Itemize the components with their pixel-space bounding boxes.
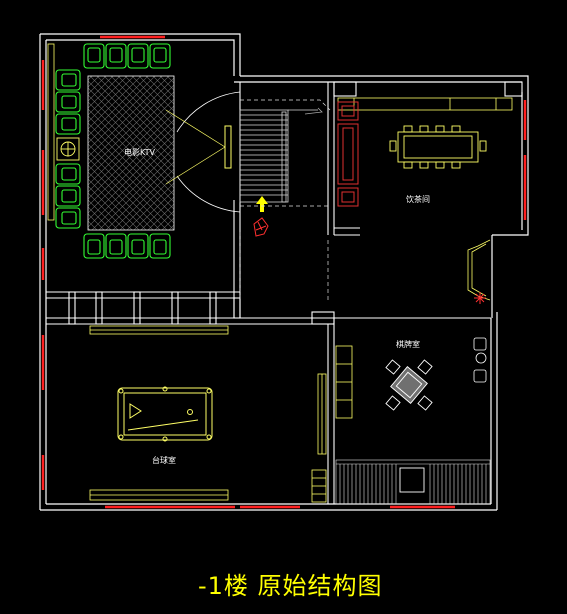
door-arc (176, 91, 241, 213)
room-label-billiards: 台球室 (152, 455, 176, 465)
sofa-top (83, 43, 171, 69)
billiards-room: 台球室 (89, 325, 327, 503)
tea-room: 饮茶间 (337, 97, 513, 304)
windows (41, 35, 527, 509)
room-label-chess: 棋牌室 (396, 339, 420, 349)
plant-icon (253, 217, 269, 237)
plant-icon-tea (474, 292, 486, 304)
screen (224, 125, 232, 169)
staircase (239, 107, 323, 203)
chess-room: 棋牌室 (335, 337, 491, 505)
red-sofa (337, 101, 359, 207)
bench-bottom (335, 459, 491, 505)
room-label-tea: 饮茶间 (406, 194, 430, 204)
bench-top (337, 97, 513, 111)
billiards-bench-top (89, 325, 229, 335)
dashed-guides (239, 99, 331, 300)
billiards-bench-bottom (89, 489, 229, 501)
drawing-title: -1楼 原始结构图 (198, 572, 383, 600)
sofa-left (55, 69, 81, 229)
up-arrow-icon (256, 196, 268, 212)
cue-rack (311, 373, 327, 503)
cabinet-left (335, 345, 353, 419)
room-label-ktv: 电影KTV (124, 147, 156, 157)
sofa-bottom (83, 233, 171, 259)
carpet (87, 75, 175, 231)
stools-right (473, 337, 487, 383)
pool-table (117, 386, 213, 442)
floor-box (399, 467, 425, 493)
cabinet-right (467, 239, 491, 301)
ktv-room: 电影KTV (47, 43, 232, 259)
dining-table (389, 125, 487, 169)
mahjong-table (385, 359, 433, 411)
side-table (56, 137, 80, 161)
